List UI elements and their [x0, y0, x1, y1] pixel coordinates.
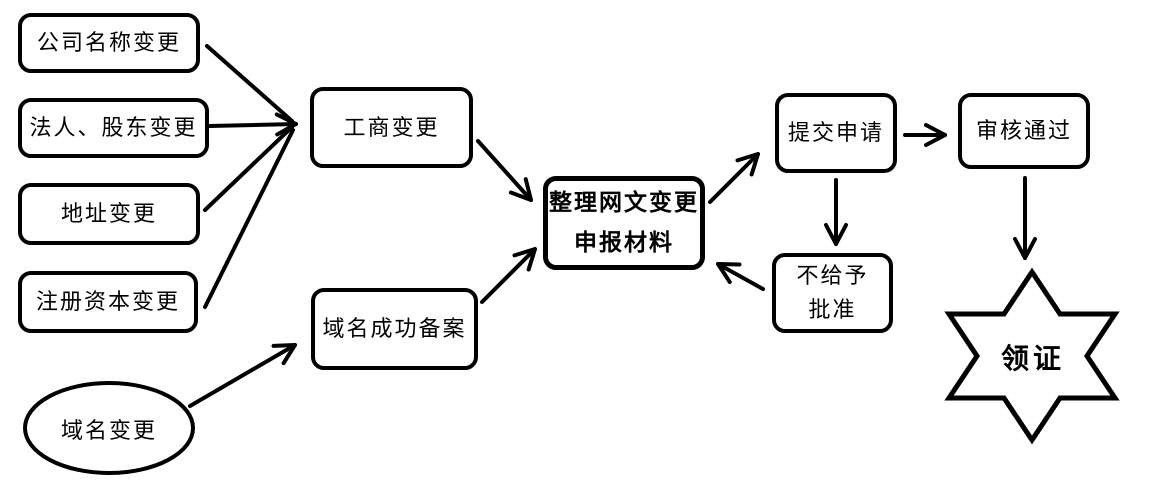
node-submit-application: 提交申请	[775, 93, 897, 173]
node-label: 提交申请	[787, 120, 884, 146]
domain-change-ellipse	[23, 381, 195, 475]
edge-address-to-business	[203, 125, 294, 212]
edge-filing-to-materials	[480, 247, 537, 304]
node-review-passed: 审核通过	[958, 93, 1090, 169]
node-label-line1: 不给予	[796, 262, 869, 288]
node-business-registration-change: 工商变更	[310, 87, 473, 168]
edge-business-to-materials	[476, 139, 533, 202]
certificate-star	[944, 267, 1120, 445]
node-not-approved: 不给予 批准	[772, 253, 893, 333]
node-legal-shareholder-change: 法人、股东变更	[18, 98, 209, 158]
node-domain-filing-success: 域名成功备案	[311, 288, 478, 370]
edge-registered-capital-to-business	[203, 128, 295, 309]
node-label: 域名成功备案	[322, 316, 467, 342]
edge-company-name-to-business	[205, 44, 294, 123]
node-registered-capital-change: 注册资本变更	[18, 271, 198, 333]
node-label: 公司名称变更	[36, 30, 181, 56]
edge-domain-change-to-filing	[188, 343, 297, 408]
node-receive-certificate-label: 领证	[1000, 344, 1066, 375]
node-company-name-change: 公司名称变更	[18, 13, 200, 73]
node-label: 地址变更	[60, 201, 157, 227]
node-prepare-materials: 整理网文变更 申报材料	[543, 176, 705, 270]
node-label: 注册资本变更	[35, 289, 180, 315]
edge-materials-to-submit	[708, 152, 760, 204]
edge-legal-shareholder-to-business	[208, 112, 298, 137]
node-address-change: 地址变更	[18, 183, 200, 245]
node-label-line2: 批准	[808, 297, 857, 322]
edge-not-approved-to-materials	[716, 262, 765, 291]
node-label-line2: 申报材料	[574, 230, 674, 255]
node-domain-change-label: 域名变更	[60, 418, 158, 443]
node-label: 审核通过	[975, 118, 1072, 144]
node-label: 工商变更	[343, 114, 440, 140]
node-label: 法人、股东变更	[29, 115, 198, 141]
node-label-line1: 整理网文变更	[549, 190, 699, 216]
